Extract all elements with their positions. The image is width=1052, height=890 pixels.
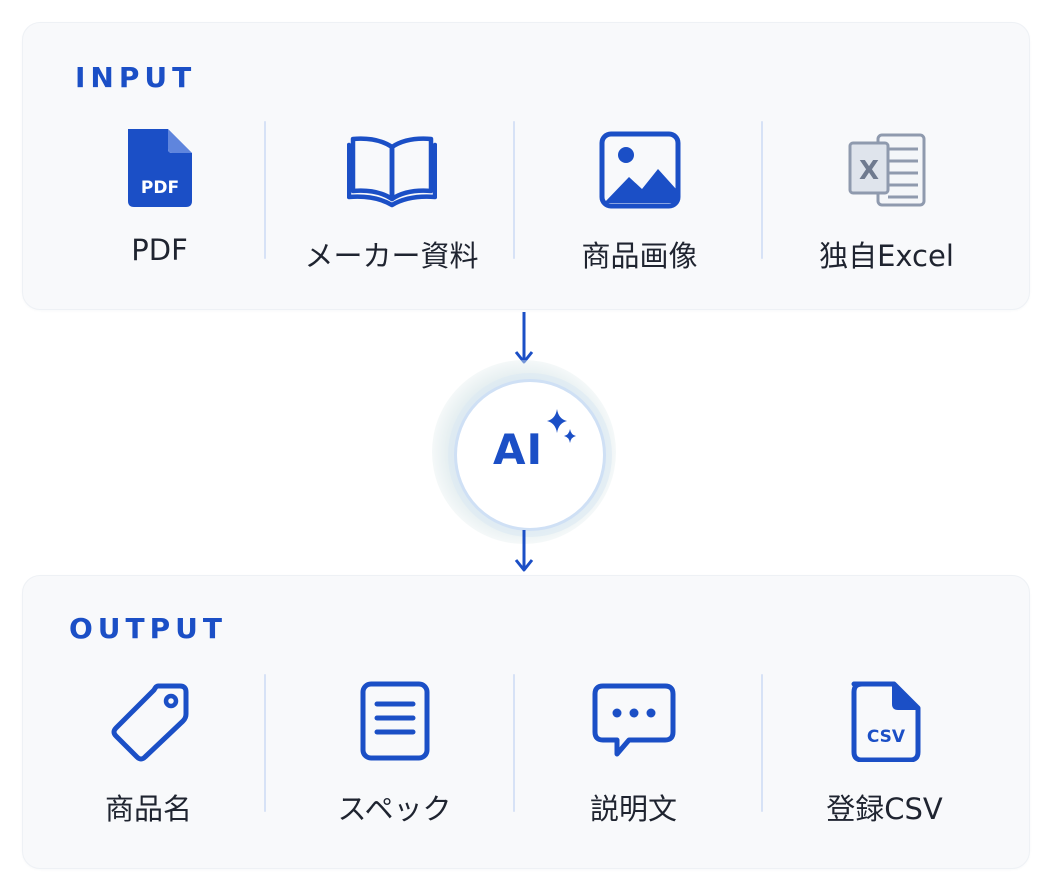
input-item-product-images: 商品画像 (516, 117, 763, 277)
output-items: 商品名 スペック (23, 670, 1029, 830)
csv-icon-text: CSV (866, 727, 905, 747)
input-item-excel: X 独自Excel (763, 117, 1010, 277)
output-item-label: 説明文 (589, 792, 677, 826)
output-item-specs: スペック (271, 670, 518, 830)
output-item-label: 登録CSV (826, 792, 943, 826)
ai-label: AI (493, 425, 544, 474)
csv-file-icon: CSV (840, 680, 930, 762)
output-item-label: 商品名 (104, 792, 192, 826)
input-item-pdf: PDF PDF (36, 117, 283, 277)
input-item-label: 商品画像 (581, 239, 698, 273)
output-item-register-csv: CSV 登録CSV (761, 670, 1008, 830)
divider (513, 674, 515, 812)
input-item-label: メーカー資料 (304, 239, 479, 273)
divider (264, 121, 266, 259)
pdf-icon-text: PDF (140, 178, 178, 198)
open-book-icon (346, 127, 437, 209)
tag-icon (104, 680, 194, 762)
input-items: PDF PDF メーカー資料 (23, 117, 1029, 277)
excel-icon-text: X (858, 156, 878, 186)
output-panel: OUTPUT 商品名 スペック (22, 575, 1030, 869)
divider (513, 121, 515, 259)
output-item-label: スペック (337, 792, 452, 826)
sparkle-icon (545, 407, 579, 447)
document-lines-icon (350, 680, 440, 762)
output-item-product-name: 商品名 (25, 670, 272, 830)
excel-icon: X (842, 127, 932, 209)
input-item-label: 独自Excel (819, 239, 954, 273)
divider (761, 121, 763, 259)
output-item-description: 説明文 (510, 670, 757, 830)
input-panel: INPUT PDF PDF (22, 22, 1030, 310)
input-item-label: PDF (131, 233, 188, 267)
ai-node (454, 379, 606, 531)
input-item-maker-docs: メーカー資料 (268, 117, 515, 277)
arrow-down-icon (512, 312, 536, 366)
image-icon (595, 127, 685, 209)
input-section-title: INPUT (75, 61, 197, 94)
arrow-down-icon (512, 530, 536, 574)
pdf-file-icon: PDF (115, 127, 205, 209)
output-section-title: OUTPUT (69, 612, 227, 645)
divider (761, 674, 763, 812)
speech-bubble-icon (589, 680, 679, 762)
divider (264, 674, 266, 812)
